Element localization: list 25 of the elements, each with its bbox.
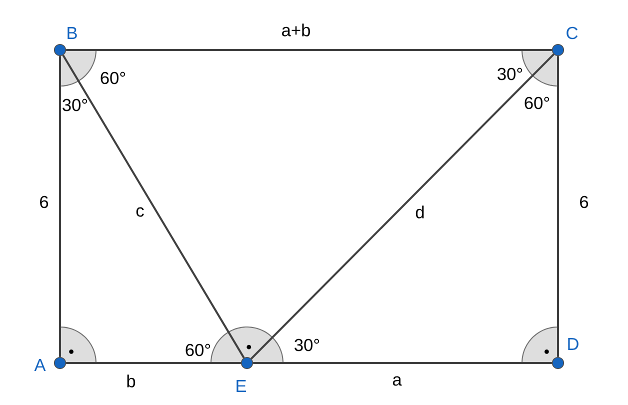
edge-label: d bbox=[414, 204, 426, 220]
point-label: B bbox=[68, 27, 77, 39]
edge-label: 6 bbox=[38, 194, 50, 210]
angle-label: 60° bbox=[186, 344, 210, 356]
angle-label: 30° bbox=[294, 338, 320, 352]
point-label: E bbox=[236, 380, 246, 392]
edge-label: c bbox=[134, 206, 146, 218]
edge-label: a bbox=[390, 374, 404, 388]
angle-label: 60° bbox=[100, 72, 126, 84]
point-label: C bbox=[566, 26, 578, 40]
edge-label: 6 bbox=[578, 194, 590, 210]
line-segment bbox=[250, 54, 554, 360]
point-label: A bbox=[34, 359, 46, 371]
line-segment bbox=[66, 362, 241, 364]
angle-label: 30° bbox=[62, 98, 88, 112]
angle-label: 30° bbox=[498, 68, 522, 80]
line-segment bbox=[253, 362, 552, 364]
line-segment bbox=[66, 49, 552, 51]
edge-label: a+b bbox=[280, 22, 312, 38]
angle-label: 60° bbox=[524, 96, 550, 110]
edge-label: b bbox=[124, 373, 138, 389]
line-segment bbox=[62, 54, 245, 358]
point-label: D bbox=[568, 338, 578, 350]
line-segment bbox=[59, 56, 61, 357]
line-segment bbox=[557, 56, 559, 357]
